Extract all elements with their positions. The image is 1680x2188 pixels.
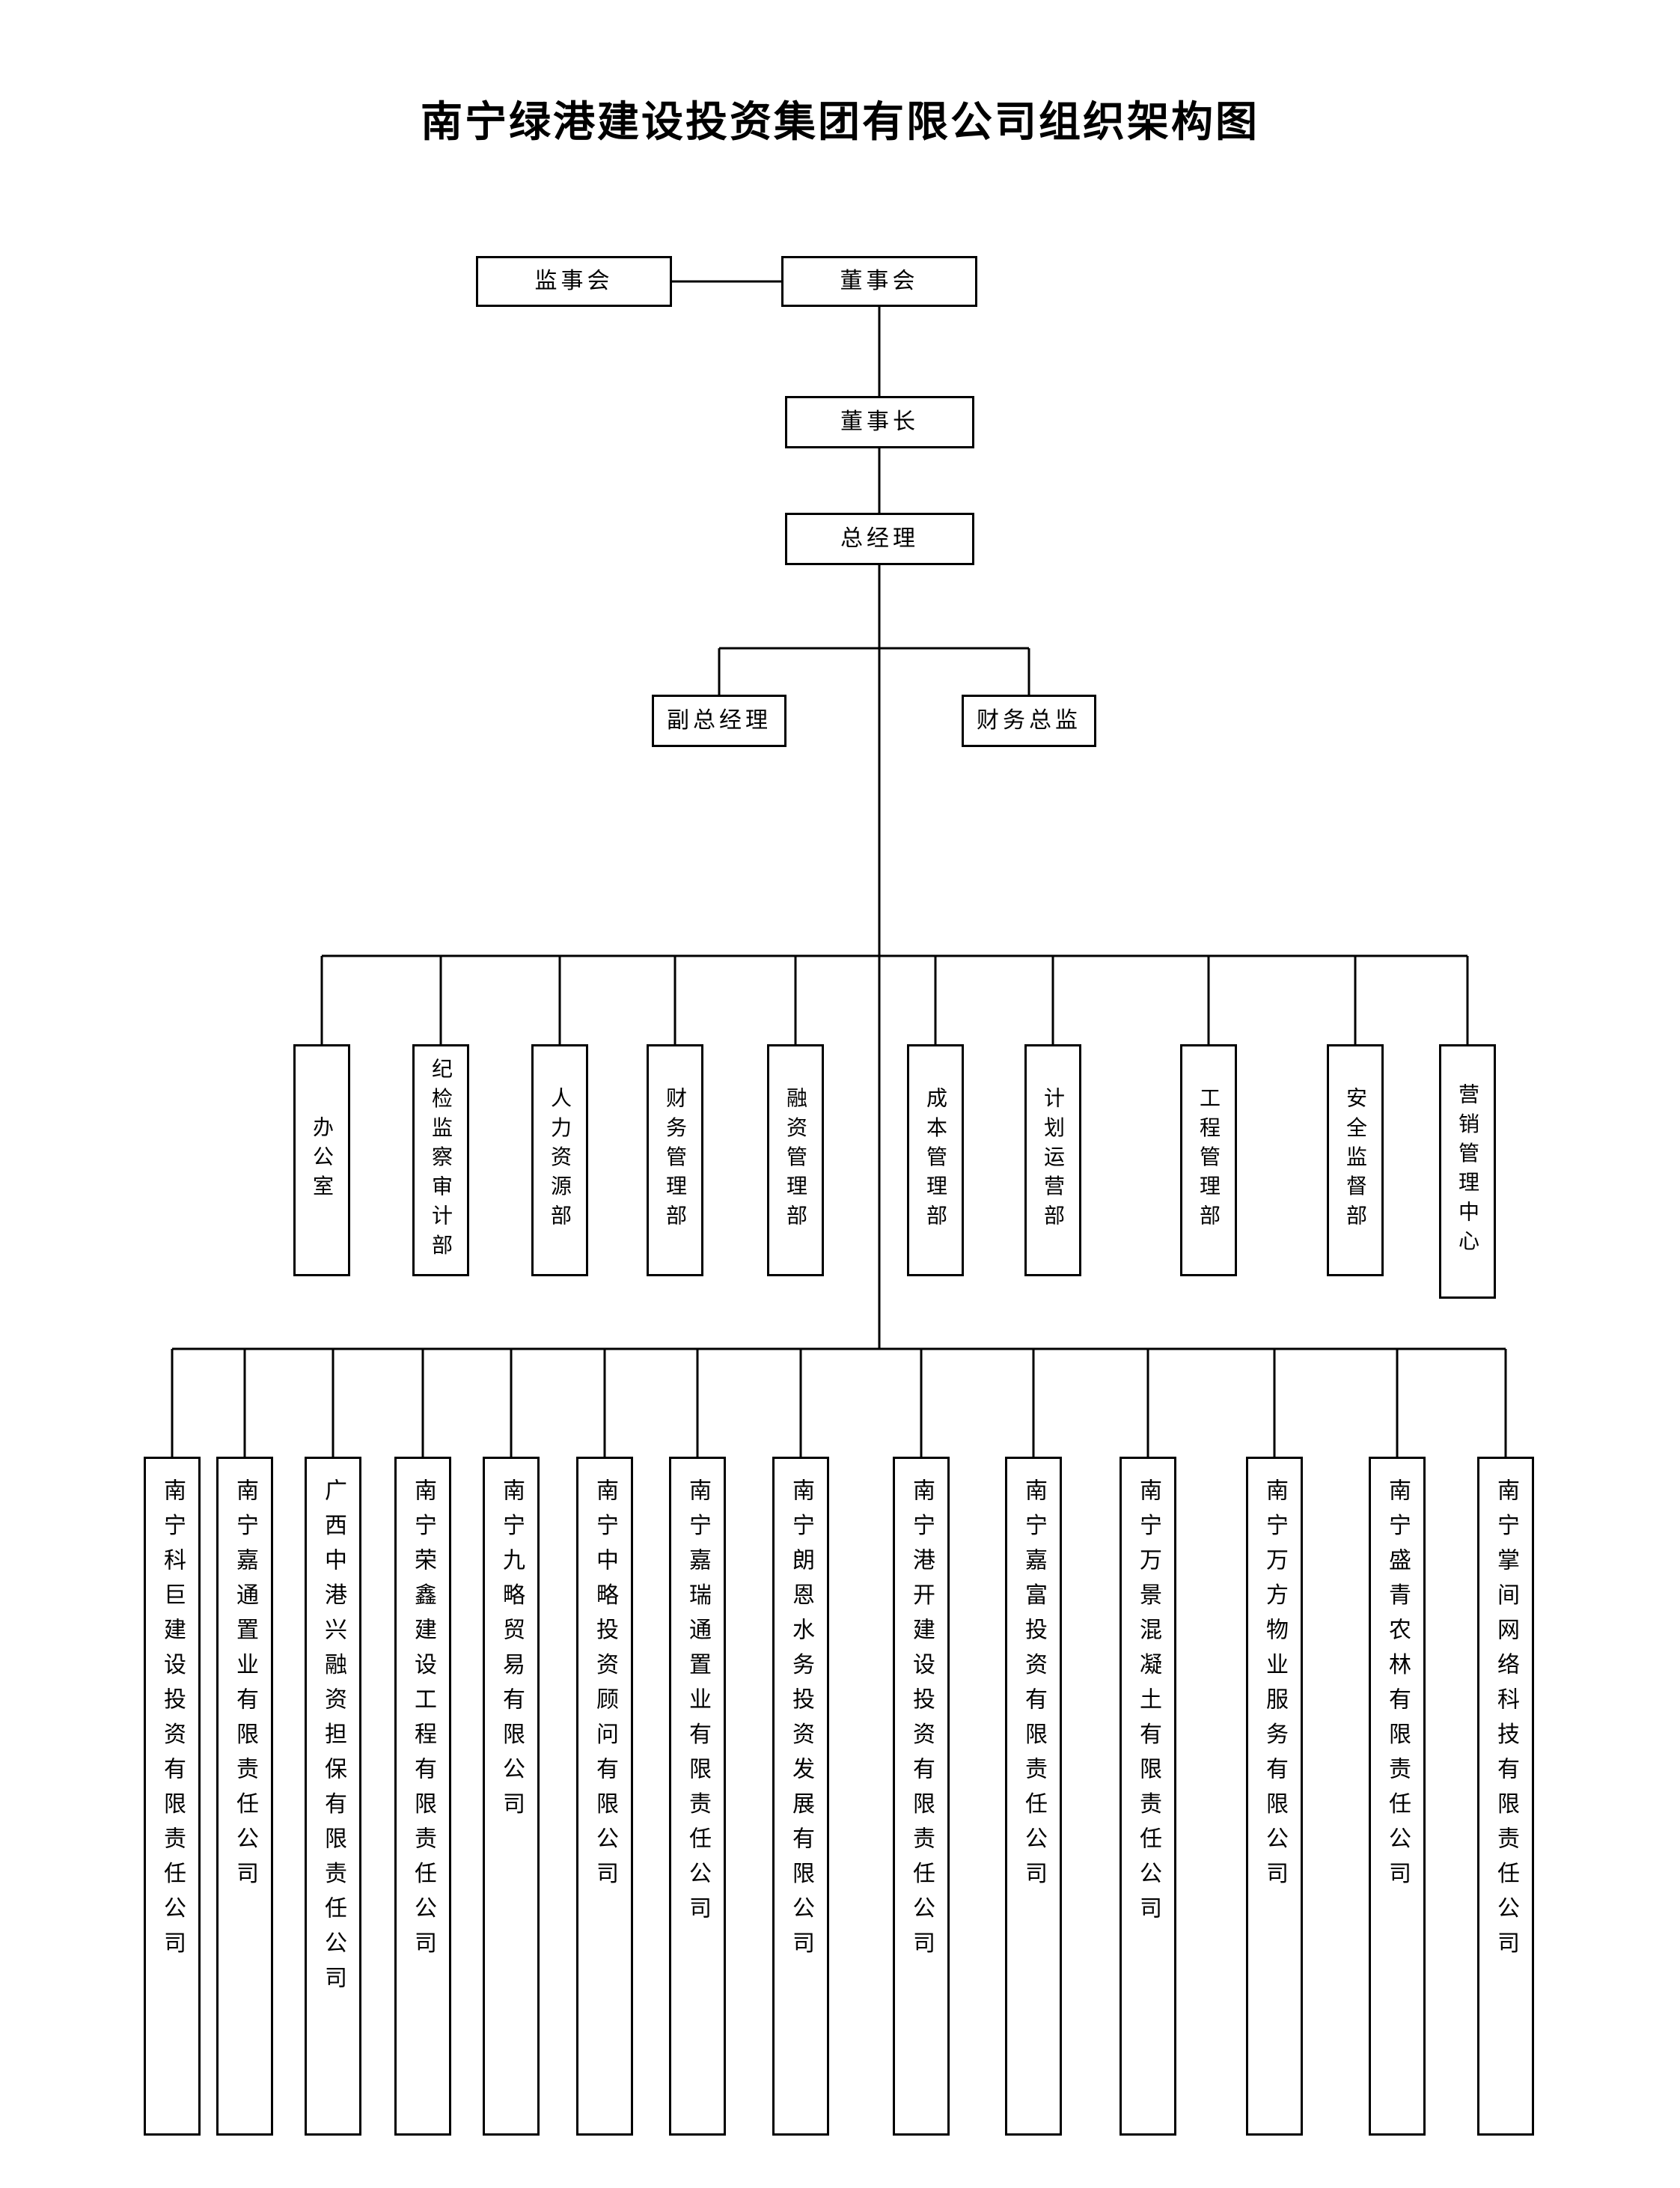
department-box-marketing-management-center: 营销管理中心 [1439, 1044, 1496, 1299]
subsidiary-box-4: 南宁荣鑫建设工程有限责任公司 [394, 1457, 451, 2136]
department-box-discipline-inspection-audit: 纪检监察审计部 [412, 1044, 469, 1276]
subsidiary-box-6: 南宁中略投资顾问有限公司 [576, 1457, 633, 2136]
department-box-cost-management: 成本管理部 [907, 1044, 964, 1276]
subsidiary-box-7: 南宁嘉瑞通置业有限责任公司 [669, 1457, 726, 2136]
department-box-office: 办公室 [293, 1044, 350, 1276]
subsidiary-box-8: 南宁朗恩水务投资发展有限公司 [772, 1457, 829, 2136]
deputy-general-manager-box: 副总经理 [652, 695, 786, 747]
chairman-box: 董事长 [785, 396, 974, 448]
subsidiary-box-5: 南宁九略贸易有限公司 [483, 1457, 540, 2136]
finance-director-box: 财务总监 [962, 695, 1096, 747]
subsidiary-box-10: 南宁嘉富投资有限责任公司 [1005, 1457, 1062, 2136]
supervisory-board-box: 监事会 [476, 256, 672, 307]
department-box-safety-supervision: 安全监督部 [1327, 1044, 1384, 1276]
board-of-directors-box: 董事会 [781, 256, 977, 307]
department-box-financing-management: 融资管理部 [767, 1044, 824, 1276]
subsidiary-box-11: 南宁万景混凝土有限责任公司 [1120, 1457, 1176, 2136]
department-box-human-resources: 人力资源部 [531, 1044, 588, 1276]
subsidiary-box-1: 南宁科巨建设投资有限责任公司 [144, 1457, 201, 2136]
subsidiary-box-2: 南宁嘉通置业有限责任公司 [216, 1457, 273, 2136]
subsidiary-box-9: 南宁港开建设投资有限责任公司 [893, 1457, 950, 2136]
subsidiary-box-14: 南宁掌间网络科技有限责任公司 [1477, 1457, 1534, 2136]
department-box-engineering-management: 工程管理部 [1180, 1044, 1237, 1276]
general-manager-box: 总经理 [785, 513, 974, 565]
subsidiary-box-12: 南宁万方物业服务有限公司 [1246, 1457, 1303, 2136]
subsidiary-box-3: 广西中港兴融资担保有限责任公司 [305, 1457, 361, 2136]
page-title: 南宁绿港建设投资集团有限公司组织架构图 [421, 100, 1259, 146]
subsidiary-box-13: 南宁盛青农林有限责任公司 [1369, 1457, 1426, 2136]
department-box-finance-management: 财务管理部 [647, 1044, 703, 1276]
department-box-planning-operations: 计划运营部 [1024, 1044, 1081, 1276]
